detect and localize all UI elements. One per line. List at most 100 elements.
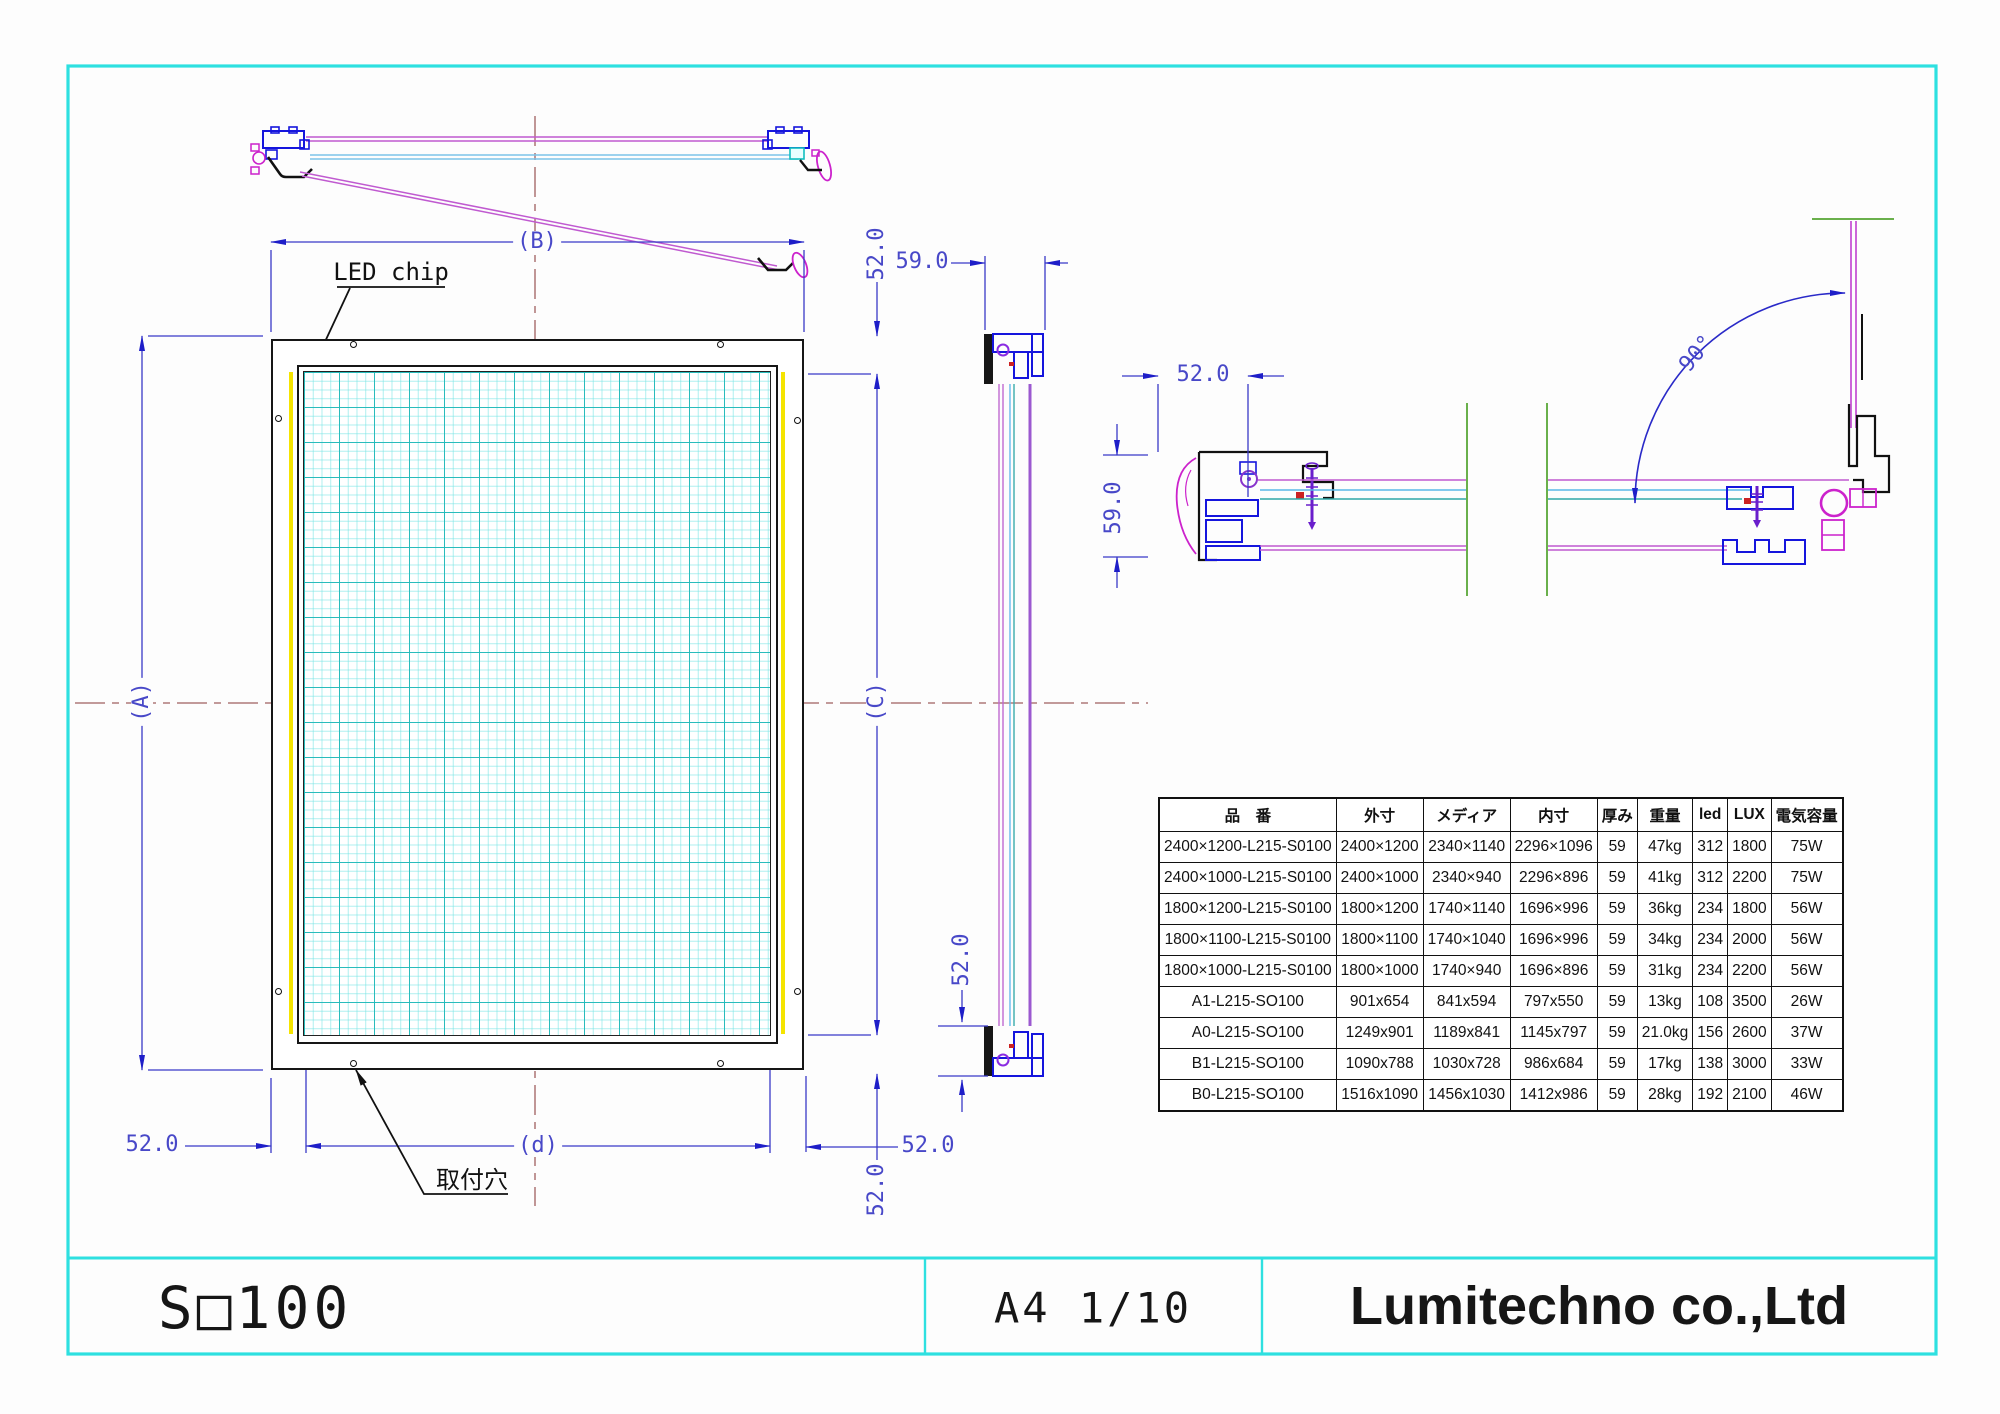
table-cell: 1516x1090	[1335, 1079, 1424, 1112]
section-panel-lines	[1258, 403, 1849, 596]
table-cell: 26W	[1770, 986, 1844, 1018]
table-header-cell: 外寸	[1335, 797, 1424, 832]
table-cell: 59	[1596, 1048, 1638, 1080]
table-cell: 46W	[1770, 1079, 1844, 1112]
table-cell: 234	[1692, 893, 1729, 925]
table-cell: B0-L215-SO100	[1158, 1079, 1337, 1112]
table-cell: 1800	[1727, 831, 1772, 863]
table-cell: 36kg	[1636, 893, 1694, 925]
mounting-hole-right-lower	[794, 988, 801, 995]
dim-52-bottom-left: 52.0	[125, 1132, 179, 1157]
table-cell: 1412x986	[1509, 1079, 1598, 1112]
table-cell: 1800×1100-L215-S0100	[1158, 924, 1337, 956]
table-cell: 47kg	[1636, 831, 1694, 863]
table-header-cell: 内寸	[1509, 797, 1598, 832]
dim-59-section: 59.0	[1101, 481, 1126, 535]
table-cell: 1800	[1727, 893, 1772, 925]
side-view-top-profile	[984, 333, 1044, 384]
table-header-cell: 重量	[1636, 797, 1694, 832]
table-cell: 1800×1000	[1335, 955, 1424, 987]
table-cell: 2400×1000-L215-S0100	[1158, 862, 1337, 894]
dim-label-d: (d)	[514, 1135, 562, 1157]
table-cell: 1090x788	[1335, 1048, 1424, 1080]
table-cell: 1800×1200	[1335, 893, 1424, 925]
sheet-border	[66, 64, 1938, 1356]
table-cell: 59	[1596, 986, 1638, 1018]
mounting-hole-label: 取付穴	[436, 1167, 508, 1194]
table-cell: 56W	[1770, 924, 1844, 956]
table-cell: 1030x728	[1422, 1048, 1511, 1080]
table-cell: 1189x841	[1422, 1017, 1511, 1049]
mounting-hole-bottom-right	[717, 1060, 724, 1067]
top-view-section	[250, 126, 832, 279]
mounting-hole-left-upper	[275, 415, 282, 422]
table-cell: 312	[1692, 831, 1729, 863]
table-cell: 1696×996	[1509, 893, 1598, 925]
table-header-cell: メディア	[1422, 797, 1511, 832]
title-block-company: Lumitechno co.,Ltd	[1350, 1276, 1848, 1336]
table-cell: 1800×1100	[1335, 924, 1424, 956]
table-cell: 2340×1140	[1422, 831, 1511, 863]
mounting-hole-top-left	[350, 341, 357, 348]
table-cell: 312	[1692, 862, 1729, 894]
table-cell: 138	[1692, 1048, 1729, 1080]
table-cell: 17kg	[1636, 1048, 1694, 1080]
table-cell: 1249x901	[1335, 1017, 1424, 1049]
table-cell: B1-L215-SO100	[1158, 1048, 1337, 1080]
table-cell: 2200	[1727, 862, 1772, 894]
table-cell: 59	[1596, 955, 1638, 987]
table-cell: 13kg	[1636, 986, 1694, 1018]
front-view-inner-frame	[297, 365, 778, 1044]
table-header-cell: 電気容量	[1770, 797, 1844, 832]
table-cell: 1696×896	[1509, 955, 1598, 987]
led-strip-left	[289, 372, 293, 1034]
table-cell: 2296×896	[1509, 862, 1598, 894]
title-block-product-name: S□100	[157, 1274, 353, 1342]
dimension-lines	[139, 239, 1284, 1160]
table-cell: 2600	[1727, 1017, 1772, 1049]
table-cell: 1740×940	[1422, 955, 1511, 987]
table-cell: 2340×940	[1422, 862, 1511, 894]
table-header-cell: 厚み	[1596, 797, 1638, 832]
table-cell: 59	[1596, 1017, 1638, 1049]
table-cell: 1800×1200-L215-S0100	[1158, 893, 1337, 925]
table-cell: 986x684	[1509, 1048, 1598, 1080]
dim-52-bottom-right-v: 52.0	[864, 1163, 889, 1217]
table-cell: 2296×1096	[1509, 831, 1598, 863]
mounting-hole-bottom-left	[350, 1060, 357, 1067]
table-cell: 234	[1692, 955, 1729, 987]
table-cell: 2000	[1727, 924, 1772, 956]
table-cell: 31kg	[1636, 955, 1694, 987]
table-cell: 1145x797	[1509, 1017, 1598, 1049]
table-cell: 59	[1596, 862, 1638, 894]
section-flap-assembly	[1722, 218, 1894, 565]
table-cell: 1696×996	[1509, 924, 1598, 956]
table-cell: 37W	[1770, 1017, 1844, 1049]
table-cell: 59	[1596, 924, 1638, 956]
title-block-sheet-format: A4 1/10	[993, 1283, 1193, 1333]
table-cell: 192	[1692, 1079, 1729, 1112]
table-cell: 3500	[1727, 986, 1772, 1018]
table-cell: 3000	[1727, 1048, 1772, 1080]
table-cell: 1800×1000-L215-S0100	[1158, 955, 1337, 987]
side-view-section	[984, 333, 1044, 1077]
mounting-hole-left-lower	[275, 988, 282, 995]
table-cell: 2200	[1727, 955, 1772, 987]
table-cell: 59	[1596, 893, 1638, 925]
top-view-left-profile	[250, 126, 313, 179]
table-cell: 901x654	[1335, 986, 1424, 1018]
top-view-right-profile	[762, 126, 832, 182]
table-cell: 234	[1692, 924, 1729, 956]
section-frame-profile	[1175, 450, 1335, 562]
